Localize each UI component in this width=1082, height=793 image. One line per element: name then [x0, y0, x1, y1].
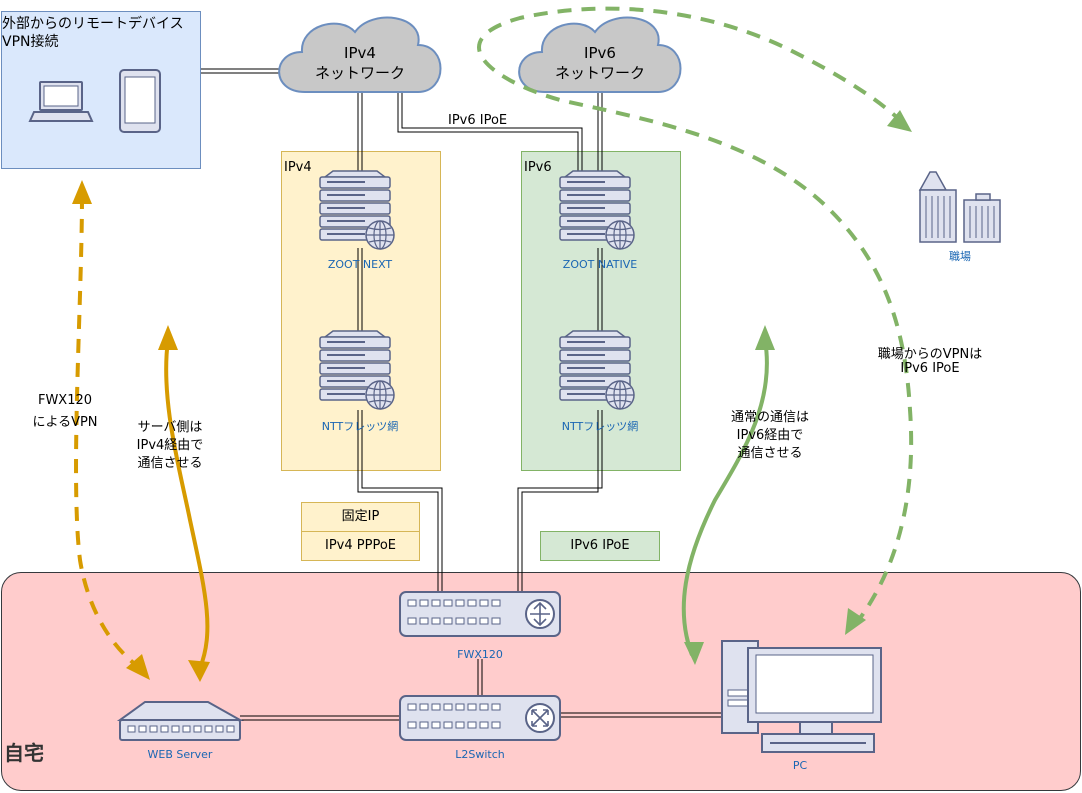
ntt-flets-ipv6-label: NTTフレッツ網 [561, 420, 639, 433]
zoot-native-label: ZOOT NATIVE [562, 258, 638, 271]
fwx-vpn-note-line2: によるVPN [32, 415, 98, 430]
office-building-icon [918, 171, 1001, 243]
normal-ipv6-note-line1: 通常の通信は [730, 410, 809, 425]
zoot-next-label: ZOOT NEXT [327, 258, 393, 271]
web-server-label: WEB Server [147, 748, 213, 761]
ipv4-cloud-label-line1: IPv4 [344, 44, 376, 62]
ipv4-cloud [278, 16, 442, 93]
l2switch-icon [399, 695, 561, 741]
l2switch-label: L2Switch [455, 748, 505, 761]
normal-ipv6-arrow [681, 339, 769, 656]
ipv4-pppoe-tag-text: IPv4 PPPoE [325, 538, 396, 553]
fixed-ip-tag-text: 固定IP [341, 509, 380, 524]
ipv6-cloud-label-line2: ネットワーク [554, 64, 645, 82]
pc-label: PC [792, 759, 808, 772]
ipv6-ipoe-tag-text: IPv6 IPoE [570, 538, 630, 553]
fwx-vpn-note-line1: FWX120 [37, 393, 93, 408]
zoot-native-server-icon [559, 170, 635, 250]
laptop-icon [28, 81, 94, 122]
office-label: 職場 [949, 250, 971, 263]
ntt-flets-ipv4-server-icon [319, 330, 395, 410]
fwx120-router-icon [399, 591, 561, 637]
normal-ipv6-note-line3: 通信させる [737, 446, 803, 461]
pc-icon [721, 640, 882, 753]
home-label: 自宅 [4, 741, 44, 765]
ipv6-ipoe-tag: IPv6 IPoE [540, 531, 660, 561]
office-vpn-note-line1: 職場からのVPNは [877, 347, 983, 362]
server-ipv4-note-line3: 通信させる [137, 456, 203, 471]
normal-ipv6-note-line2: IPv6経由で [736, 428, 804, 443]
ntt-flets-ipv4-label: NTTフレッツ網 [321, 420, 399, 433]
office-vpn-arrow [477, 6, 914, 627]
remote-title-line1: 外部からのリモートデバイス [2, 16, 184, 32]
server-ipv4-note-line2: IPv4経由で [136, 438, 204, 453]
office-vpn-note-line2: IPv6 IPoE [900, 361, 960, 376]
tablet-icon [119, 69, 161, 133]
fwx-vpn-arrow [74, 194, 142, 670]
server-ipv4-note-line1: サーバ側は [137, 420, 203, 435]
zoot-next-server-icon [319, 170, 395, 250]
remote-devices-group [1, 11, 201, 169]
ipv4-cloud-label-line2: ネットワーク [314, 64, 405, 82]
ipv4-panel-label: IPv4 [284, 160, 312, 175]
fixed-ip-tag: 固定IP [301, 502, 420, 532]
ipv6-ipoe-link-label: IPv6 IPoE [448, 113, 508, 128]
ipv6-cloud-label-line1: IPv6 [584, 44, 616, 62]
web-server-icon [116, 701, 244, 741]
ipv6-cloud [518, 16, 682, 93]
ipv4-pppoe-tag: IPv4 PPPoE [301, 531, 420, 561]
fwx120-label: FWX120 [457, 648, 503, 661]
server-ipv4-arrow [164, 339, 210, 669]
remote-title-line2: VPN接続 [2, 34, 59, 50]
ipv6-panel-label: IPv6 [524, 160, 552, 175]
ntt-flets-ipv6-server-icon [559, 330, 635, 410]
